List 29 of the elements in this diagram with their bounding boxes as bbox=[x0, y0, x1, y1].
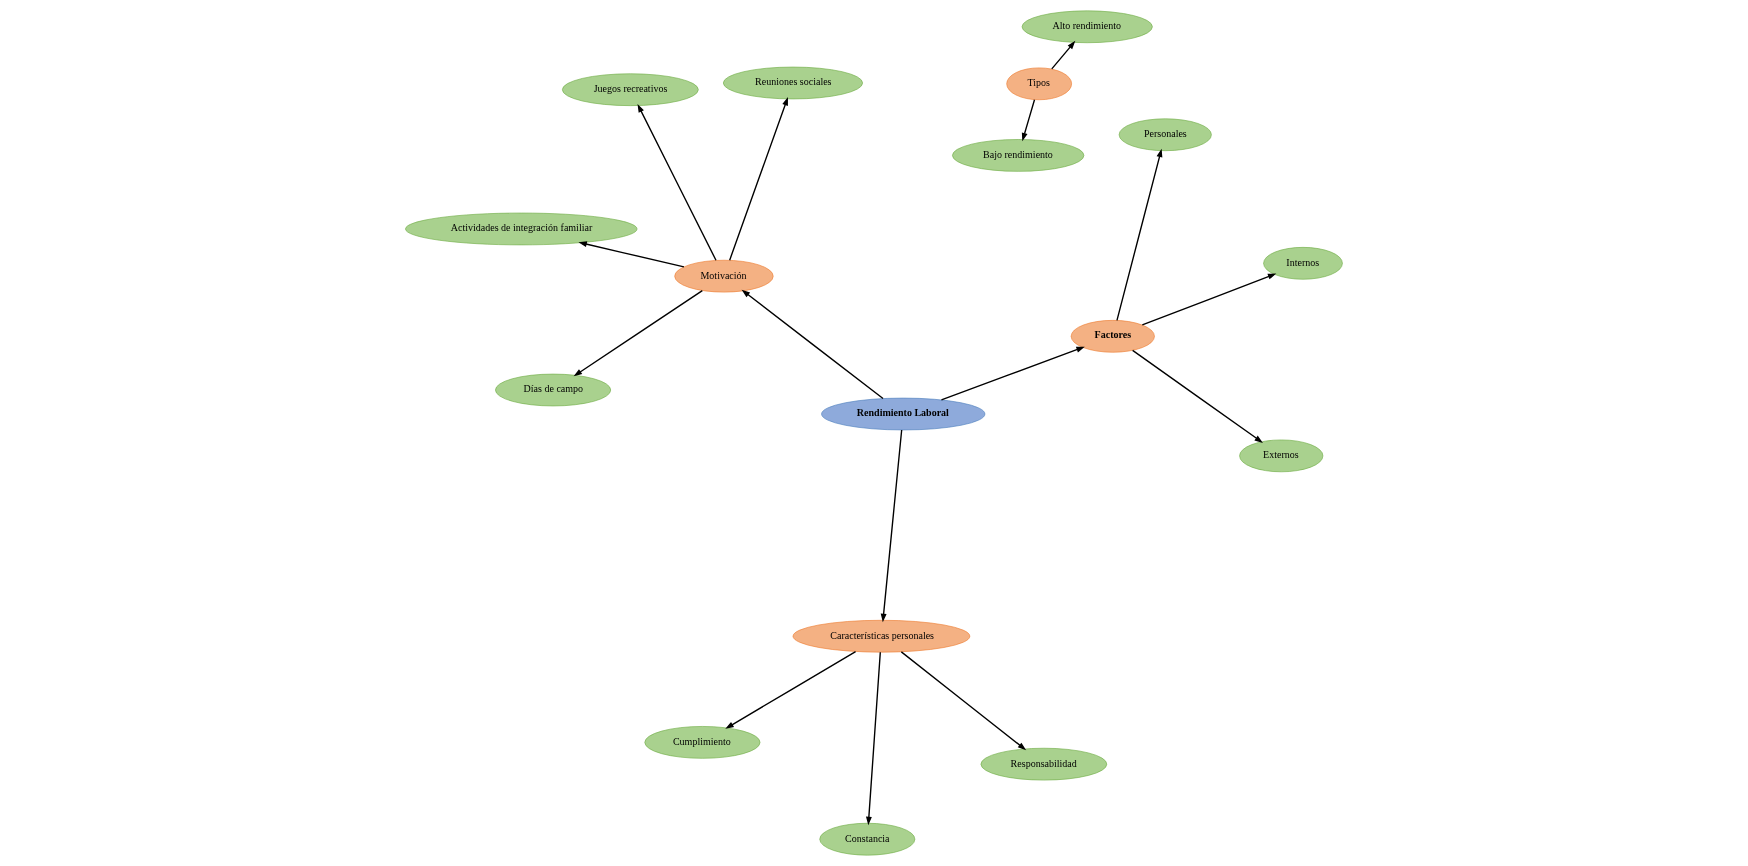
node-ellipse: Constancia bbox=[819, 822, 916, 856]
node-ellipse: Bajo rendimiento bbox=[952, 139, 1085, 172]
arrow bbox=[1051, 40, 1076, 70]
arrow bbox=[940, 346, 1085, 401]
arrow bbox=[880, 429, 903, 623]
node-ellipse: Cumplimiento bbox=[644, 726, 761, 759]
node-ellipse: Responsabilidad bbox=[980, 747, 1108, 781]
arrow bbox=[1131, 349, 1263, 443]
arrow bbox=[1021, 99, 1036, 142]
node-ellipse: Juegos recreativos bbox=[562, 73, 699, 106]
arrow bbox=[900, 651, 1027, 751]
arrow bbox=[1116, 148, 1163, 321]
node-ellipse: Personales bbox=[1118, 118, 1212, 151]
arrow bbox=[741, 289, 884, 400]
arrow bbox=[573, 289, 703, 377]
arrow bbox=[1141, 273, 1277, 326]
arrow bbox=[725, 650, 857, 729]
node-ellipse: Motivación bbox=[674, 259, 774, 293]
node-ellipse: Reuniones sociales bbox=[723, 66, 863, 100]
node-ellipse: Rendimiento Laboral bbox=[821, 397, 986, 431]
arrow bbox=[578, 241, 685, 268]
node-ellipse: Características personales bbox=[792, 619, 971, 653]
node-ellipse: Externos bbox=[1239, 439, 1324, 473]
arrow bbox=[865, 651, 881, 826]
node-ellipse: Días de campo bbox=[495, 373, 611, 407]
arrow bbox=[728, 97, 788, 261]
node-ellipse: Tipos bbox=[1006, 67, 1072, 101]
arrow bbox=[637, 103, 717, 261]
node-ellipse: Alto rendimiento bbox=[1021, 10, 1153, 44]
